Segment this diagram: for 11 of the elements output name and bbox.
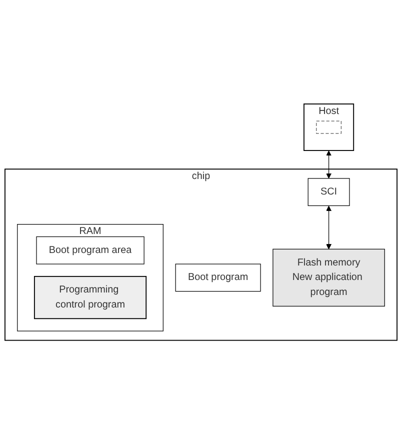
node-box [308, 178, 350, 206]
node-box [316, 121, 342, 134]
cluster [304, 104, 354, 152]
cluster [4, 168, 398, 342]
node-box [175, 264, 261, 292]
cluster [17, 224, 164, 332]
node-box [36, 236, 144, 265]
node-box [34, 276, 147, 320]
arrow [326, 206, 332, 250]
node-box [272, 249, 385, 307]
arrow [326, 150, 332, 179]
